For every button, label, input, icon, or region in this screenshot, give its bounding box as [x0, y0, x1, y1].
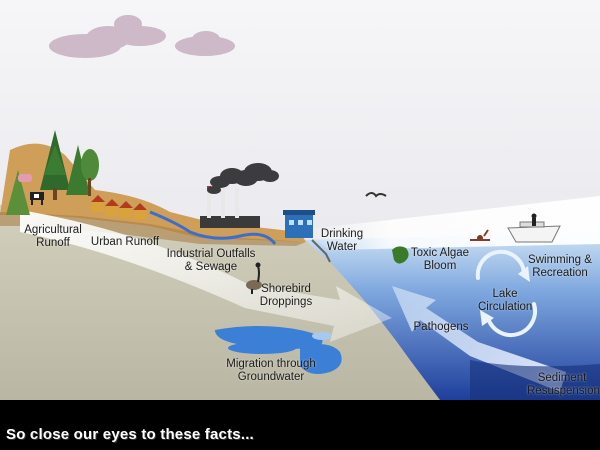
trees: [6, 130, 99, 215]
label-agricultural-runoff: Agricultural Runoff: [24, 224, 82, 249]
water-treatment-plant-icon: [283, 210, 331, 263]
label-toxic-algae-bloom: Toxic Algae Bloom: [410, 247, 470, 272]
smoke: [207, 163, 279, 194]
label-pathogens: Pathogens: [413, 321, 469, 333]
caption-text: So close our eyes to these facts...: [6, 426, 254, 443]
swimmer-icon: [470, 229, 490, 241]
label-industrial-outfalls: Industrial Outfalls & Sewage: [166, 248, 256, 273]
clouds: [49, 15, 235, 58]
label-sediment-resuspension: Sediment Resuspension: [527, 372, 600, 397]
houses: [91, 195, 147, 220]
boat-icon: [507, 213, 561, 243]
runoff-flow-arrow: [20, 210, 392, 342]
stream: [149, 210, 277, 245]
goose-icon: [246, 262, 262, 294]
cow-icon: [30, 192, 44, 205]
algae-bloom: [392, 246, 409, 264]
label-swimming-recreation: Swimming & Recreation: [528, 254, 592, 279]
water-contamination-diagram: [0, 0, 600, 400]
deep-water: [470, 360, 600, 400]
groundwater-plume: [215, 326, 342, 374]
lake-circulation-arrows: [475, 249, 538, 338]
pig-icon: [18, 174, 32, 182]
circulation-arrowhead-1: [518, 266, 530, 282]
label-lake-circulation: Lake Circulation: [478, 288, 533, 313]
caption-bar: So close our eyes to these facts...: [0, 400, 600, 450]
flying-bird-icon: [365, 192, 387, 198]
pathogen-flow-arrow: [392, 286, 566, 392]
circulation-arrowhead-2: [480, 310, 494, 326]
label-urban-runoff: Urban Runoff: [90, 236, 160, 248]
label-drinking-water: Drinking Water: [320, 228, 364, 253]
label-shorebird-droppings: Shorebird Droppings: [259, 283, 313, 308]
label-groundwater-migration: Migration through Groundwater: [226, 358, 316, 383]
